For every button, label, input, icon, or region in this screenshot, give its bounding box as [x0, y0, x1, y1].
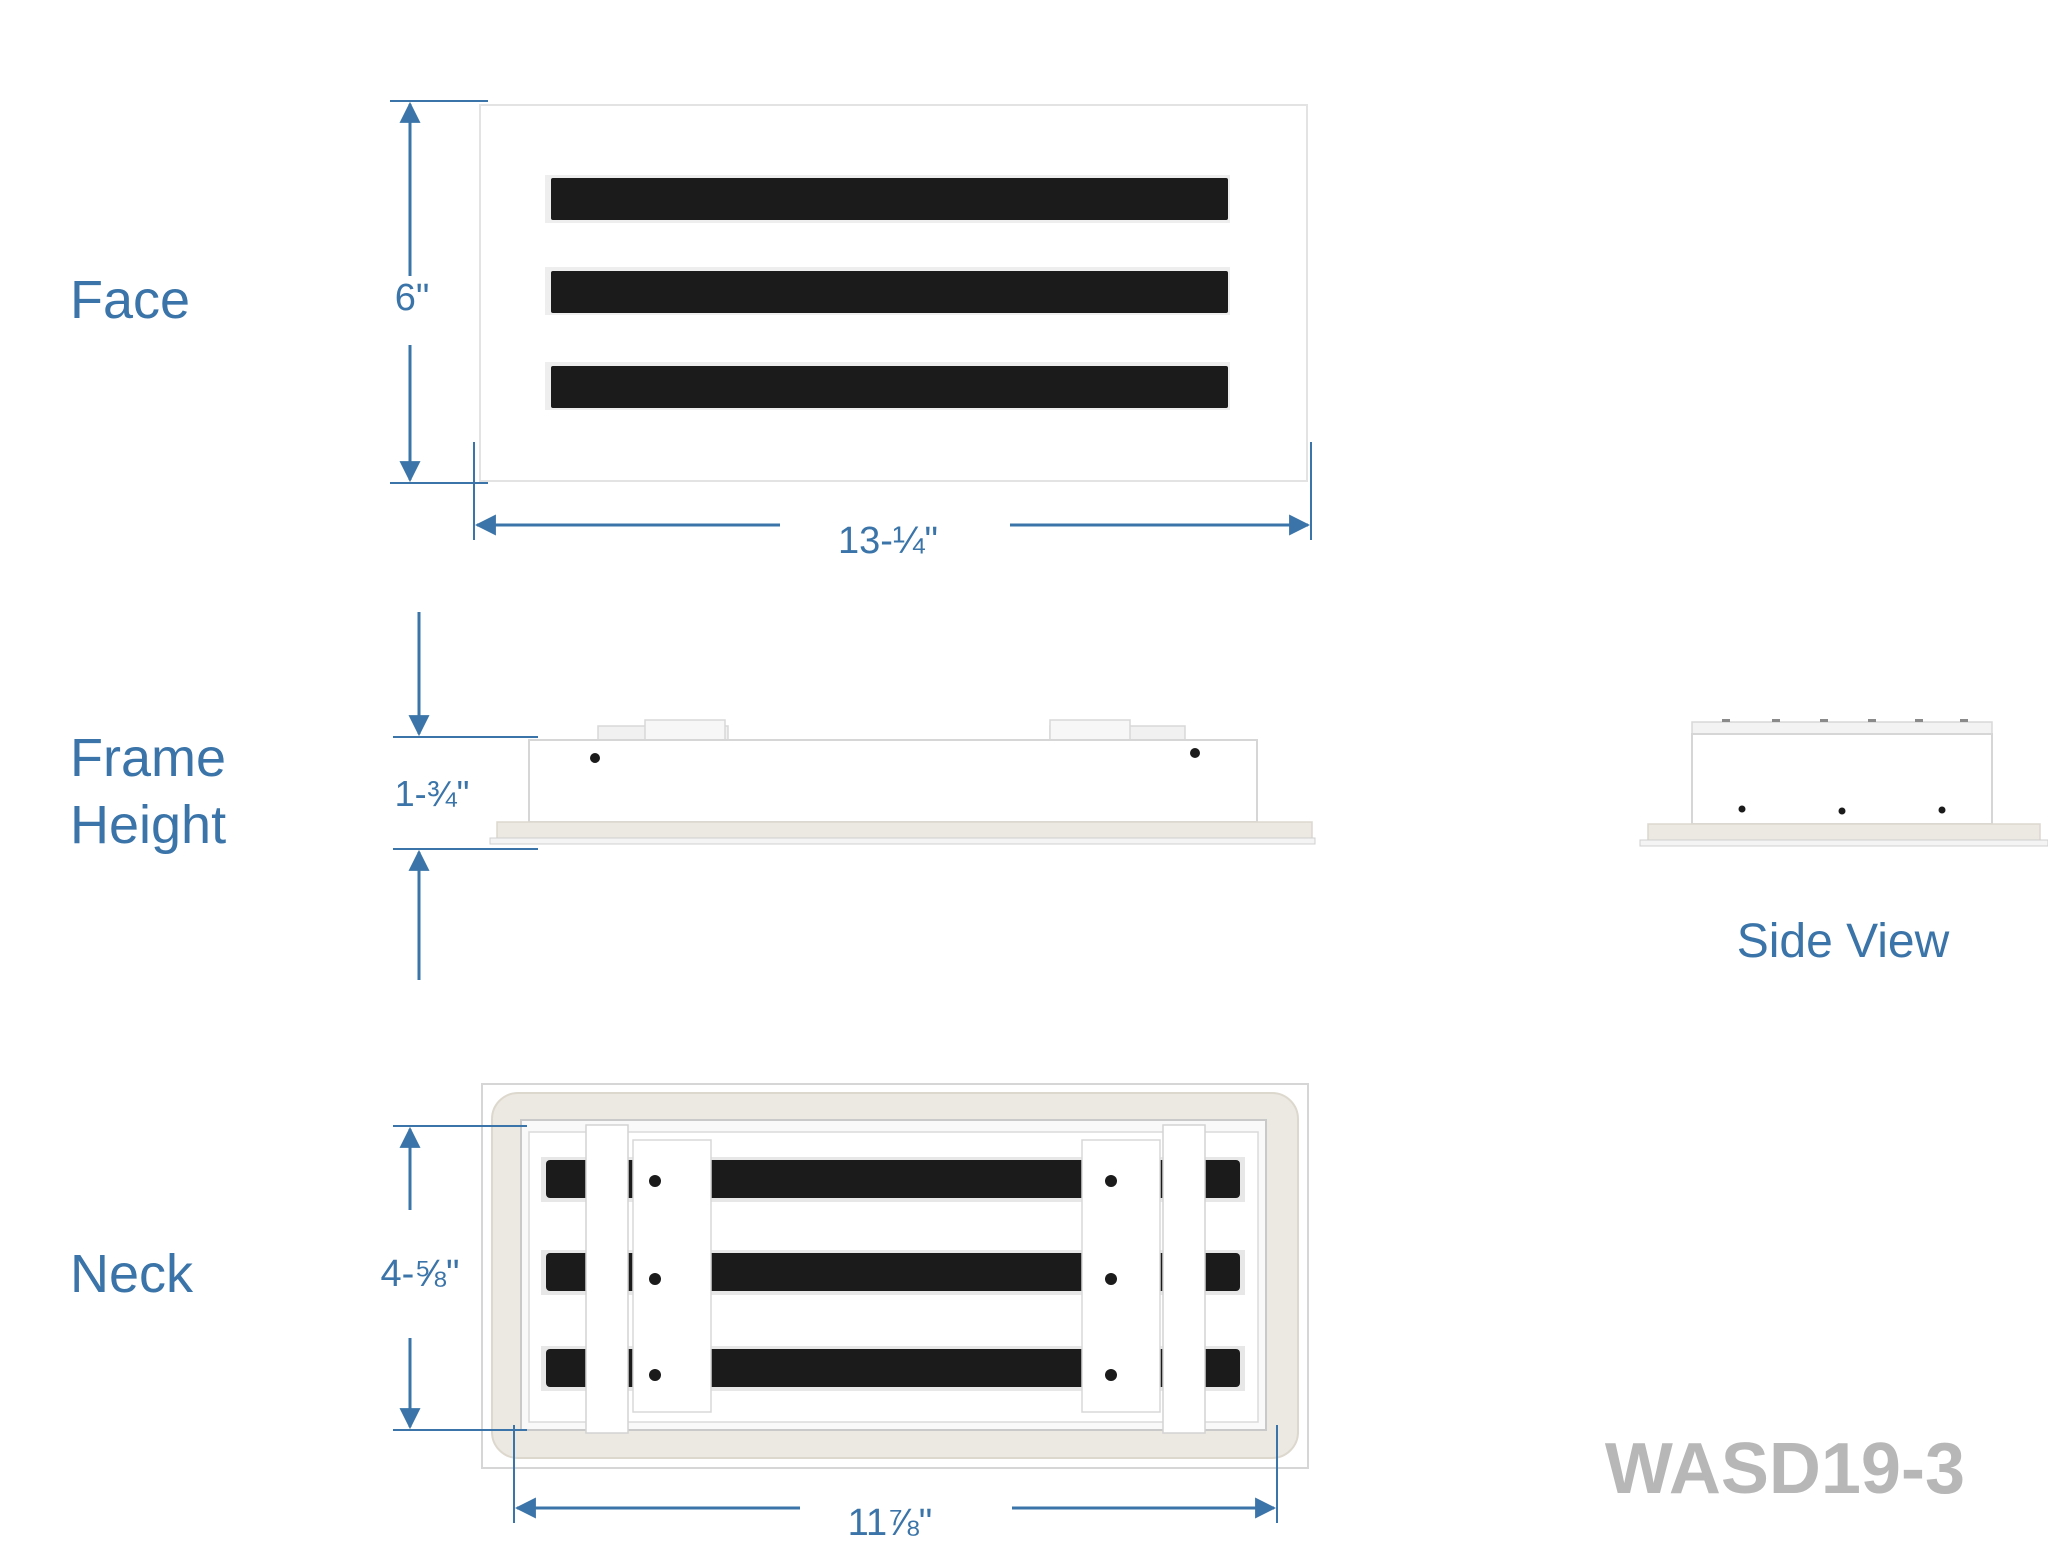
- screw-hole: [649, 1273, 661, 1285]
- side-view-title: Side View: [1737, 915, 1950, 968]
- screw-hole: [1105, 1273, 1117, 1285]
- side-view: [1639, 719, 2048, 847]
- side-top-clip: [1691, 721, 1993, 735]
- face-height-label: 6": [395, 277, 430, 319]
- screw-hole: [1105, 1175, 1117, 1187]
- face-slot: [545, 175, 1230, 223]
- screw-hole: [649, 1175, 661, 1187]
- neck-height-label: 4-⅝": [381, 1253, 460, 1295]
- neck-crossbar: [1162, 1124, 1206, 1434]
- mounting-clip: [597, 719, 729, 741]
- face-section-title: Face: [70, 270, 190, 330]
- screw-hole: [1105, 1369, 1117, 1381]
- neck-width-label: 11⅞": [848, 1502, 933, 1544]
- mounting-clip: [1049, 719, 1186, 741]
- side-flange: [1639, 839, 2048, 847]
- model-number: WASD19-3: [1605, 1429, 1965, 1509]
- frame-height-title: Frame Height: [70, 728, 241, 855]
- face-view: 6" 13-¼": [390, 100, 1312, 562]
- face-width-label: 13-¼": [838, 520, 938, 562]
- frame-height-view: 1-¾": [393, 612, 1316, 980]
- neck-view: 4-⅝" 11⅞": [381, 1083, 1309, 1544]
- frame-height-title-line-2: Height: [70, 795, 226, 855]
- screw-hole: [649, 1369, 661, 1381]
- face-slot: [545, 362, 1230, 410]
- neck-bracket: [1081, 1139, 1161, 1413]
- side-tabs: [1722, 719, 1968, 722]
- screw-hole: [590, 753, 600, 763]
- face-slot: [545, 267, 1230, 315]
- screw-hole: [1938, 806, 1946, 814]
- screw-hole: [1738, 805, 1746, 813]
- flange: [489, 837, 1316, 845]
- neck-crossbar: [585, 1124, 629, 1434]
- frame-height-value: 1-¾": [395, 773, 470, 814]
- screw-hole: [1190, 748, 1200, 758]
- screw-hole: [1838, 807, 1846, 815]
- frame-height-title-line-1: Frame: [70, 728, 226, 788]
- frame-body: [528, 739, 1258, 823]
- neck-section-title: Neck: [70, 1244, 194, 1304]
- neck-bracket: [632, 1139, 712, 1413]
